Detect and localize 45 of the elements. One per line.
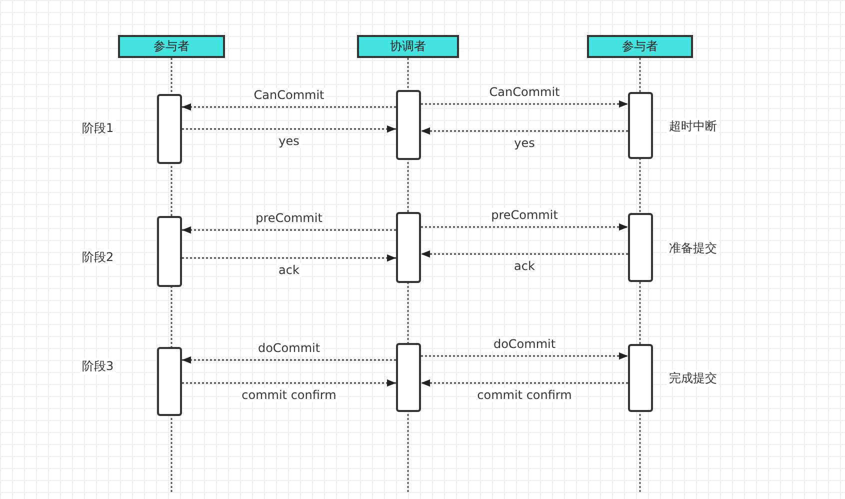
message-label: ack <box>276 263 302 277</box>
message-label: commit confirm <box>240 388 338 402</box>
message-arrow <box>182 379 396 387</box>
message-arrow <box>182 103 396 111</box>
message-label: yes <box>276 134 302 148</box>
state-note: 完成提交 <box>667 370 719 387</box>
message-label: commit confirm <box>475 388 574 402</box>
participant-box <box>357 35 459 58</box>
message-arrow <box>421 100 628 108</box>
phase-label: 阶段2 <box>80 249 116 266</box>
activation-bar <box>628 92 653 159</box>
message-label: doCommit <box>256 341 322 355</box>
message-arrow <box>182 125 396 133</box>
message-arrow <box>421 352 628 360</box>
state-note: 准备提交 <box>667 240 719 256</box>
activation-bar <box>396 343 421 412</box>
message-arrow <box>182 356 396 364</box>
participant-name: 参与者 <box>154 38 190 55</box>
message-label: ack <box>512 259 537 273</box>
activation-bar <box>396 212 421 283</box>
participant-name: 参与者 <box>622 38 658 55</box>
state-note: 超时中断 <box>667 118 719 134</box>
message-arrow <box>182 254 396 262</box>
activation-bar <box>157 216 182 287</box>
message-arrow <box>421 223 628 231</box>
message-label: CanCommit <box>487 85 562 99</box>
phase-label: 阶段3 <box>80 358 116 375</box>
participant-box <box>118 35 225 58</box>
activation-bar <box>628 344 653 412</box>
participant-name: 协调者 <box>390 38 426 55</box>
message-label: preCommit <box>489 208 560 222</box>
activation-bar <box>396 90 421 160</box>
activation-bar <box>628 213 653 282</box>
message-label: doCommit <box>491 337 558 351</box>
message-arrow <box>182 226 396 234</box>
message-arrow <box>421 250 628 258</box>
activation-bar <box>157 94 182 164</box>
message-arrow <box>421 379 628 387</box>
message-label: preCommit <box>254 211 324 225</box>
activation-bar <box>157 347 182 416</box>
participant-box <box>587 35 693 58</box>
message-arrow <box>421 127 628 135</box>
message-label: yes <box>512 136 537 150</box>
phase-label: 阶段1 <box>80 120 116 137</box>
message-label: CanCommit <box>252 88 326 102</box>
